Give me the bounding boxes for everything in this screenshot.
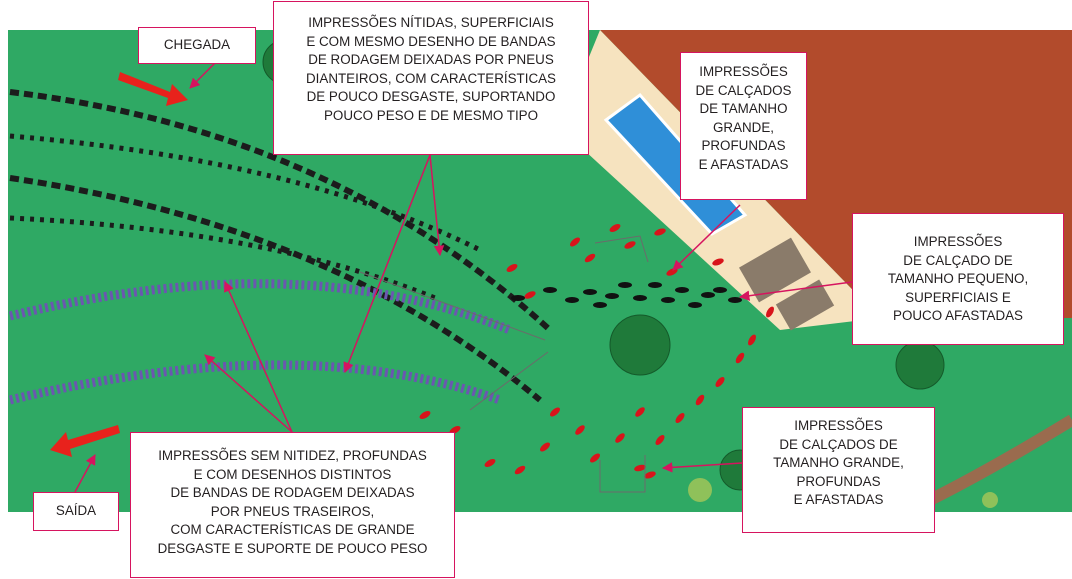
callout-leader-lines [74,57,853,493]
small-shoe-print [543,287,557,293]
large-shoe-print [766,306,774,318]
small-shoe-print [648,282,662,288]
leader-rear-1 [224,281,293,433]
large-shoe-print [584,253,596,263]
large-shoe-print [715,377,725,387]
small-shoe-print [633,295,647,301]
leader-saida [74,454,96,493]
small-shoe-print [688,302,702,308]
house-step [775,279,835,331]
callout-front-tires: IMPRESSÕES NÍTIDAS, SUPERFICIAIS E COM M… [273,1,589,155]
small-shoe-prints [511,282,742,308]
large-shoe-print [609,224,621,232]
large-shoe-print [675,413,685,423]
leader-large-bottom [661,462,743,473]
rear-tire-track [8,360,502,405]
large-shoe-print [695,394,705,406]
large-shoe-print [635,407,645,417]
large-shoe-print [550,407,560,417]
large-shoe-print [748,334,756,346]
large-shoe-print [644,471,656,479]
large-shoe-prints [419,224,774,479]
large-shoe-print [624,241,636,249]
leader-rear-2 [204,354,293,433]
leader-front-1 [429,154,445,257]
small-shoe-print [661,297,675,303]
large-shoe-print [615,433,625,443]
small-shoe-print [713,287,727,293]
callout-small-shoes: IMPRESSÕES DE CALÇADO DE TAMANHO PEQUENO… [852,213,1064,345]
measurement-lines [359,235,649,493]
label-chegada: CHEGADA [138,27,256,64]
large-shoe-print [655,435,665,445]
garden-path [927,414,1072,506]
arrival-arrow [118,72,188,106]
large-shoe-print [484,459,496,467]
leader-large-top [672,204,741,271]
departure-arrow [50,425,120,457]
small-shoe-print [701,292,715,298]
large-shoe-print [514,465,526,475]
large-shoe-print [524,291,536,299]
front-tire-tracks [9,89,553,403]
large-shoe-print [419,411,431,419]
large-shoe-print [712,258,724,266]
direction-arrows [50,72,188,457]
large-shoe-print [735,352,745,364]
rear-tire-track [8,279,512,335]
small-shoe-print [593,302,607,308]
large-shoe-print [570,237,580,247]
small-shoe-print [565,297,579,303]
label-saida: SAÍDA [33,492,119,531]
large-shoe-print [654,228,666,236]
large-shoe-print [449,426,461,434]
leader-small [738,281,853,301]
callout-rear-tires: IMPRESSÕES SEM NITIDEZ, PROFUNDAS E COM … [130,432,455,578]
small-shoe-print [605,293,619,299]
callout-large-shoes-bottom: IMPRESSÕES DE CALÇADOS DE TAMANHO GRANDE… [742,407,935,533]
small-shoe-print [675,287,689,293]
large-shoe-print [575,425,585,435]
large-shoe-print [540,442,550,452]
house-step [739,237,811,303]
rear-tire-tracks [8,279,512,405]
leader-front-2 [343,154,431,373]
small-shoe-print [511,295,525,301]
large-shoe-print [590,453,600,463]
large-shoe-print [506,264,518,272]
callout-large-shoes-top: IMPRESSÕES DE CALÇADOS DE TAMANHO GRANDE… [680,52,807,200]
front-tire-track [9,175,542,403]
large-shoe-print [634,464,646,472]
small-shoe-print [583,289,597,295]
small-shoe-print [618,282,632,288]
small-shoe-print [728,297,742,303]
front-tire-track [9,89,553,333]
